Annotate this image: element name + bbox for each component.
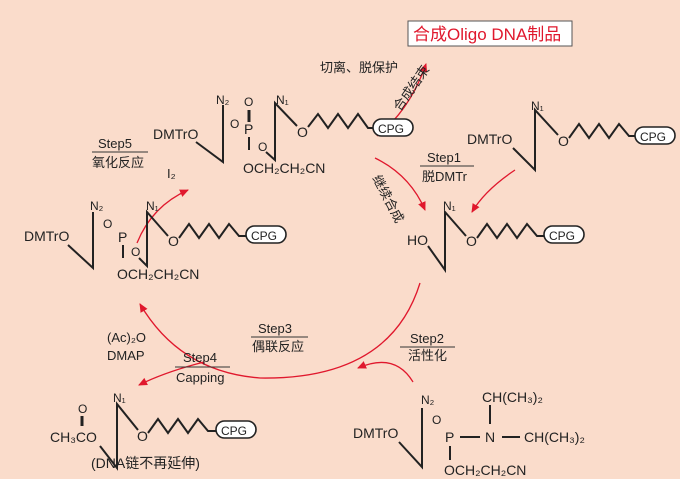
atom-label: P <box>445 429 454 445</box>
capped-nucleoside: O CH₃CO N₁ O CPG (DNA链不再延伸) <box>50 391 257 471</box>
step1-desc: 脱DMTr <box>422 169 468 184</box>
atom-label: O <box>103 217 112 231</box>
step1-label: Step1 <box>427 150 461 165</box>
atom-label: DMTrO <box>24 228 69 244</box>
atom-label: O <box>131 245 140 259</box>
atom-label: O <box>78 402 87 416</box>
atom-label: CPG <box>221 424 247 438</box>
atom-label: O <box>432 413 441 427</box>
atom-label: O <box>137 428 148 444</box>
arrow-step2 <box>357 361 414 383</box>
step3-label: Step3 <box>258 321 292 336</box>
atom-label: O <box>168 233 179 249</box>
n1-base: N₁ <box>276 93 289 107</box>
cpg-support: CPG <box>378 122 404 136</box>
deprotected-nucleoside: HO N₁ O CPG <box>407 199 585 274</box>
atom-label: DMTrO <box>467 131 512 147</box>
phosphorus: P <box>244 121 253 137</box>
arrow-step3-coupling <box>139 282 421 379</box>
atom-label: CPG <box>251 229 277 243</box>
continue-synthesis-label: 继续合成 <box>369 172 407 225</box>
capped-note: (DNA链不再延伸) <box>91 455 200 471</box>
phosphite-dinucleotide: DMTrO N₂ O P O N₁ O CPG OCH₂CH₂CN <box>24 199 287 282</box>
step5-label: Step5 <box>98 136 132 151</box>
atom-label: DMTrO <box>353 425 398 441</box>
atom-label: OCH₂CH₂CN <box>444 462 526 478</box>
atom-label: O <box>244 95 253 109</box>
acetyl-group: CH₃CO <box>50 429 97 445</box>
atom-label: HO <box>407 232 428 248</box>
step4-label: Step4 <box>183 350 217 365</box>
atom-label: CPG <box>640 130 666 144</box>
atom-label: N₂ <box>421 393 435 407</box>
step2-desc: 活性化 <box>408 348 447 363</box>
atom-label: O <box>297 124 308 140</box>
product-label: 合成Oligo DNA制品 <box>413 25 561 44</box>
product-box <box>407 20 573 47</box>
amine-nitrogen: N <box>485 429 495 445</box>
arrow-step5 <box>136 189 189 244</box>
atom-label: P <box>118 229 127 245</box>
dmtr-protected-nucleoside: DMTrO N₁ O CPG <box>467 99 676 173</box>
step5-desc: 氧化反应 <box>92 155 144 170</box>
dmap-reagent: DMAP <box>107 348 145 363</box>
cyanoethyl-group: OCH₂CH₂CN <box>243 160 325 176</box>
step3-desc: 偶联反应 <box>252 339 304 354</box>
arrow-continue <box>374 157 426 211</box>
dmtro-group: DMTrO <box>153 126 198 142</box>
cleave-deprotect-label: 切离、脱保护 <box>320 60 398 75</box>
atom-label: O <box>558 133 569 149</box>
step2-label: Step2 <box>410 331 444 346</box>
n2-base: N₂ <box>216 93 230 107</box>
atom-label: N₁ <box>443 199 456 213</box>
iodine-reagent: I₂ <box>167 166 176 181</box>
atom-label: OCH₂CH₂CN <box>117 266 199 282</box>
atom-label: O <box>258 140 267 154</box>
oxidized-dinucleotide: DMTrO N₂ O P O O N₁ O CPG OCH₂CH₂CN <box>153 93 414 176</box>
atom-label: N₁ <box>531 99 544 113</box>
acetic-anhydride-reagent: (Ac)₂O <box>107 330 146 345</box>
step4-desc: Capping <box>176 370 224 385</box>
isopropyl-top: CH(CH₃)₂ <box>482 389 543 405</box>
atom-label: O <box>466 233 477 249</box>
arrow-step4 <box>138 361 205 386</box>
atom-label: N₁ <box>113 391 126 405</box>
phosphoramidite-monomer: DMTrO N₂ O P N CH(CH₃)₂ CH(CH₃)₂ OCH₂CH₂… <box>353 389 585 478</box>
arrow-step1 <box>471 169 516 213</box>
atom-label: N₁ <box>146 199 159 213</box>
atom-label: N₂ <box>90 199 104 213</box>
atom-label: CPG <box>549 229 575 243</box>
isopropyl-right: CH(CH₃)₂ <box>524 429 585 445</box>
atom-label: O <box>230 117 239 131</box>
